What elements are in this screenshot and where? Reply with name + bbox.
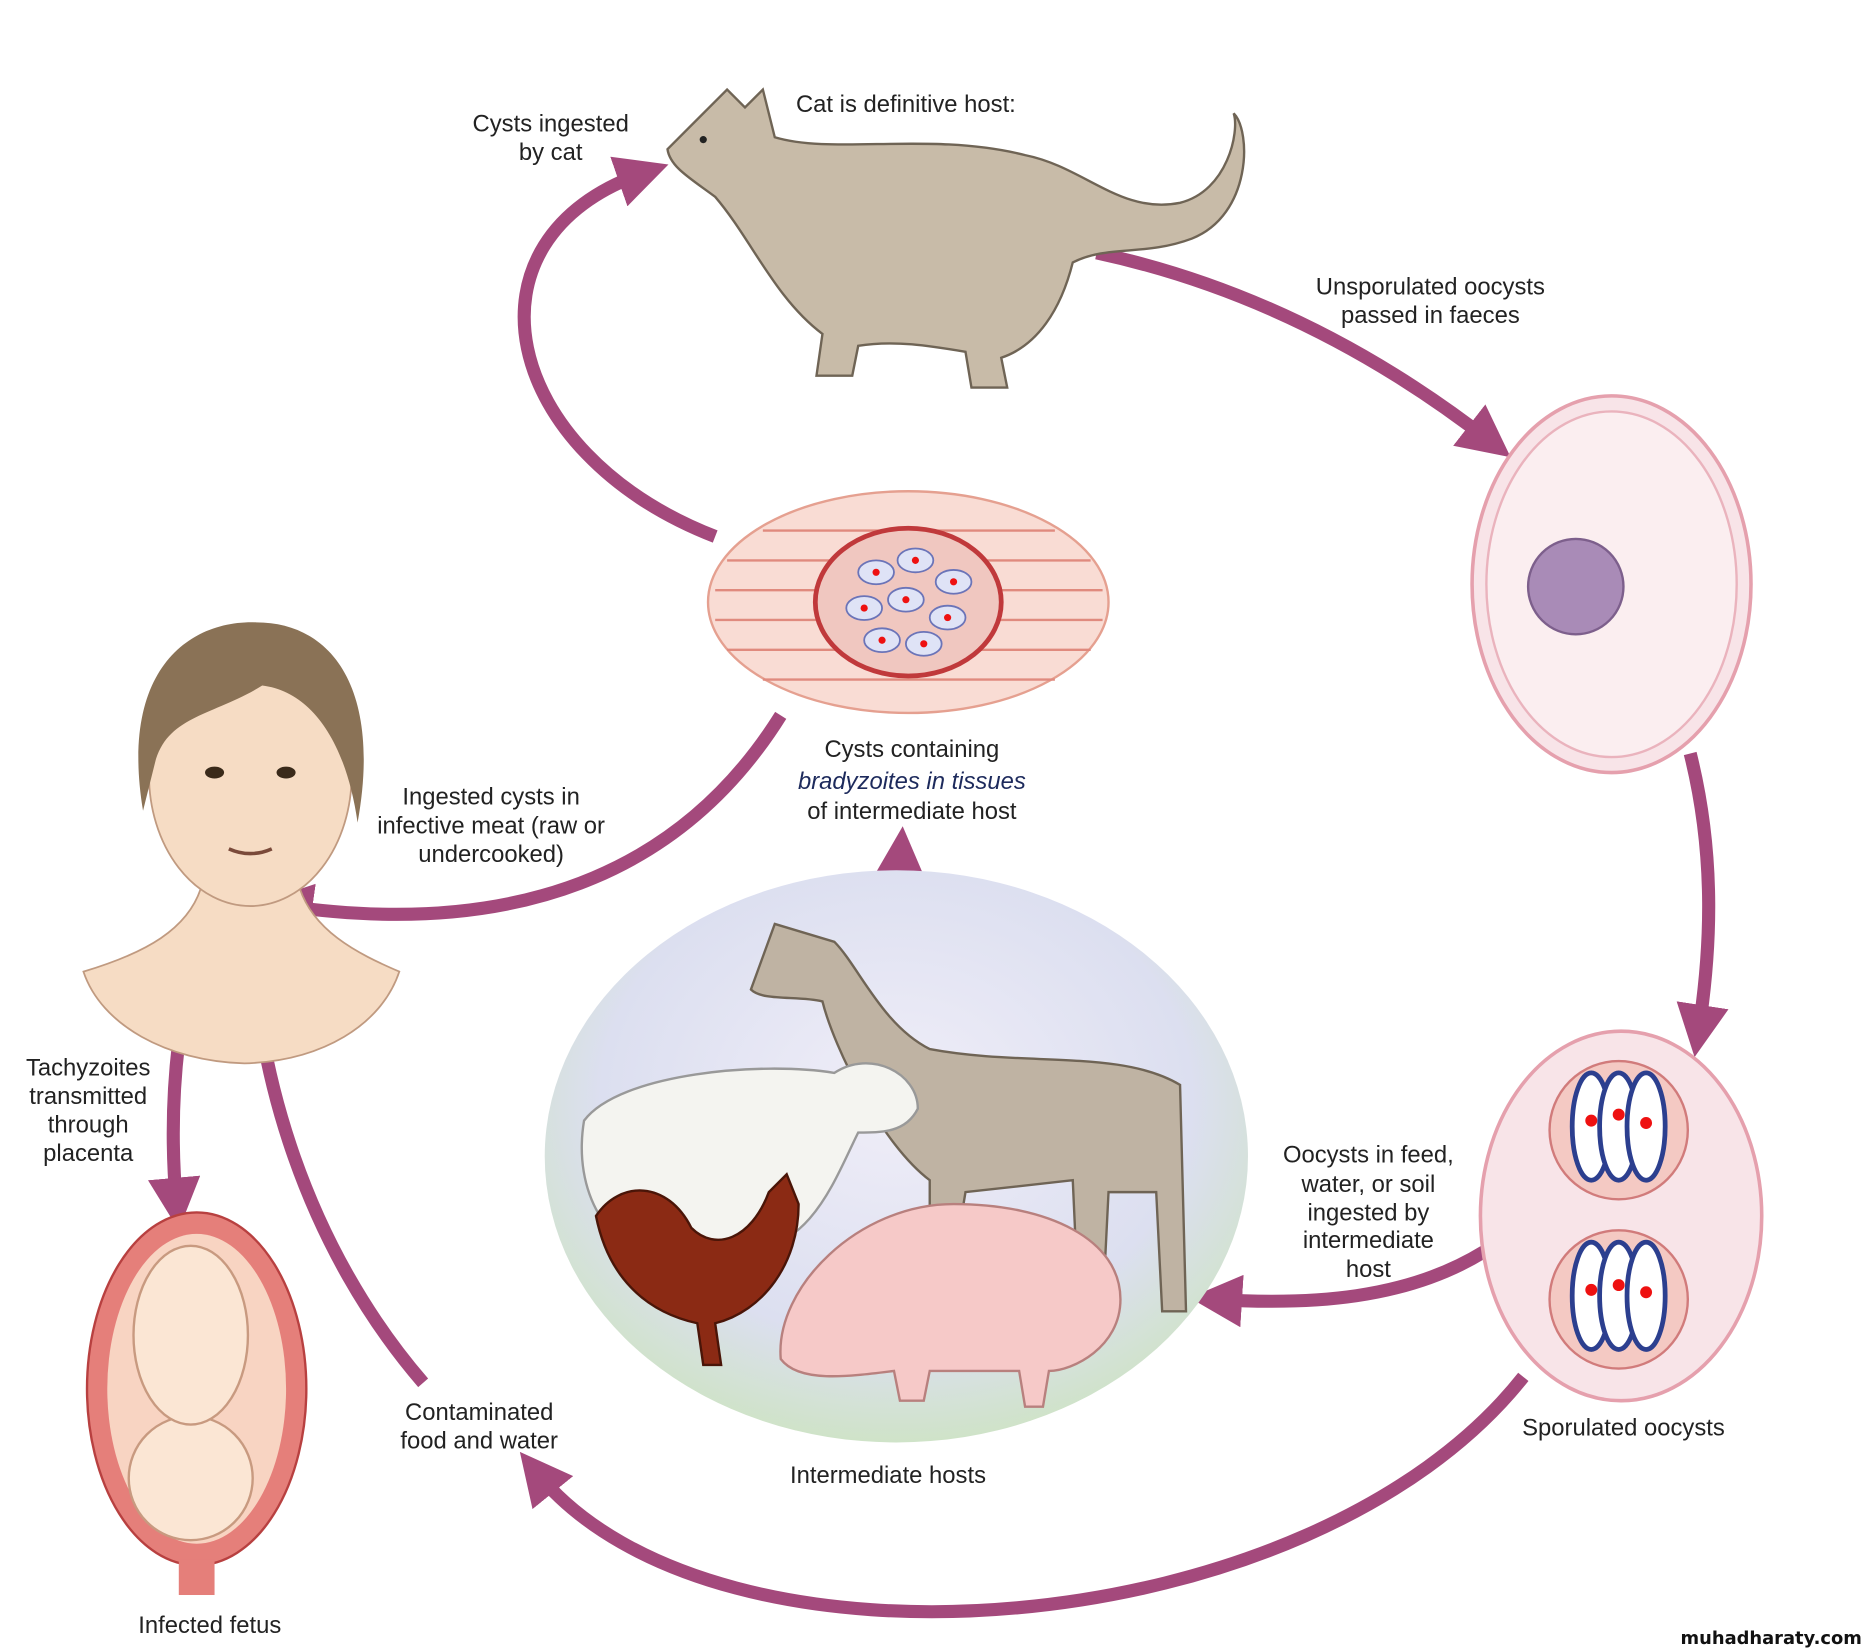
unsporulated-oocyst <box>1470 394 1753 775</box>
arrow-cat-to-oocyst <box>1095 246 1511 458</box>
arrow-sporulated-to-hosts <box>1189 1246 1488 1328</box>
label-infected-fetus: Infected fetus <box>138 1612 281 1639</box>
watermark: muhadharaty.com <box>1681 1628 1862 1649</box>
label-sporulated-oocysts: Sporulated oocysts <box>1522 1414 1725 1441</box>
pig <box>779 1202 1122 1408</box>
arrow-oocyst-to-sporulated <box>1676 751 1729 1058</box>
infected-fetus-illustration <box>85 1211 308 1596</box>
label-cat-definitive-host: Cat is definitive host: <box>796 91 1016 118</box>
label-intermediate-hosts: Intermediate hosts <box>790 1462 986 1489</box>
sporulated-oocyst <box>1478 1029 1764 1403</box>
sporocyst-bottom <box>1548 1229 1690 1370</box>
cat-illustration <box>666 87 1246 389</box>
intermediate-hosts-illustration <box>544 870 1248 1443</box>
rooster <box>594 1172 800 1367</box>
arrow-meat-to-human <box>260 711 787 936</box>
arrow-sporulated-to-food <box>519 1372 1529 1619</box>
tissue-cyst <box>706 490 1110 715</box>
goat <box>749 922 1188 1313</box>
human-illustration <box>82 622 401 1065</box>
arrow-cyst-to-cat <box>517 156 718 543</box>
cycle-arrows <box>147 156 1729 1619</box>
sporocyst-top <box>1548 1059 1690 1201</box>
